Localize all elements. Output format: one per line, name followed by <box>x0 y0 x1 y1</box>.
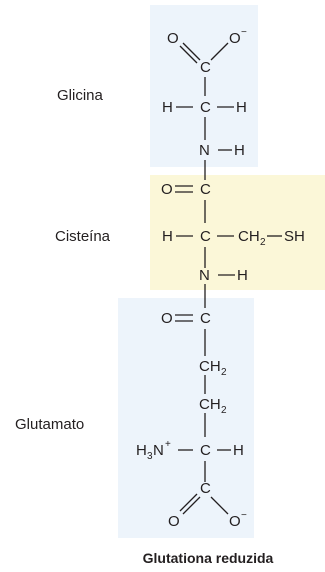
atom-O-minus: O <box>229 513 241 530</box>
atom-H: H <box>236 99 247 116</box>
glutamato-label: Glutamato <box>15 416 84 433</box>
atom-H: H <box>237 267 248 284</box>
subscript-2: 2 <box>260 237 266 248</box>
group-CH2: CH <box>238 228 260 245</box>
atom-H: H <box>162 99 173 116</box>
subscript-2: 2 <box>221 367 227 378</box>
atom-O: O <box>168 513 180 530</box>
cisteina-region-bg <box>150 175 325 290</box>
bonds <box>175 42 282 515</box>
atom-H: H <box>162 228 173 245</box>
atom-N: N <box>199 267 210 284</box>
glicina-region-bg <box>150 5 258 167</box>
atom-O: O <box>161 310 173 327</box>
atom-C: C <box>200 59 211 76</box>
glicina-label: Glicina <box>57 87 104 104</box>
group-SH: SH <box>284 228 305 245</box>
atom-C: C <box>200 181 211 198</box>
atom-O-minus: O <box>229 30 241 47</box>
charge-plus: + <box>165 439 171 450</box>
atom-N: N <box>199 142 210 159</box>
figure-caption: Glutationa reduzida <box>143 550 274 566</box>
subscript-2: 2 <box>221 405 227 416</box>
atom-H: H <box>234 142 245 159</box>
atom-H: H <box>233 442 244 459</box>
atom-O: O <box>167 30 179 47</box>
atom-C: C <box>200 442 211 459</box>
amino-subscript-3: 3 <box>147 451 153 462</box>
glutamato-region-bg <box>118 298 254 538</box>
amino-N: N <box>153 442 164 459</box>
atom-C: C <box>200 310 211 327</box>
group-CH2: CH <box>199 358 221 375</box>
group-CH2: CH <box>199 396 221 413</box>
atom-O: O <box>161 181 173 198</box>
atom-C: C <box>200 228 211 245</box>
amino-H: H <box>136 442 147 459</box>
charge-minus: − <box>241 27 247 38</box>
atom-C: C <box>200 99 211 116</box>
cisteina-label: Cisteína <box>55 228 111 245</box>
atom-C: C <box>200 480 211 497</box>
charge-minus: − <box>241 510 247 521</box>
